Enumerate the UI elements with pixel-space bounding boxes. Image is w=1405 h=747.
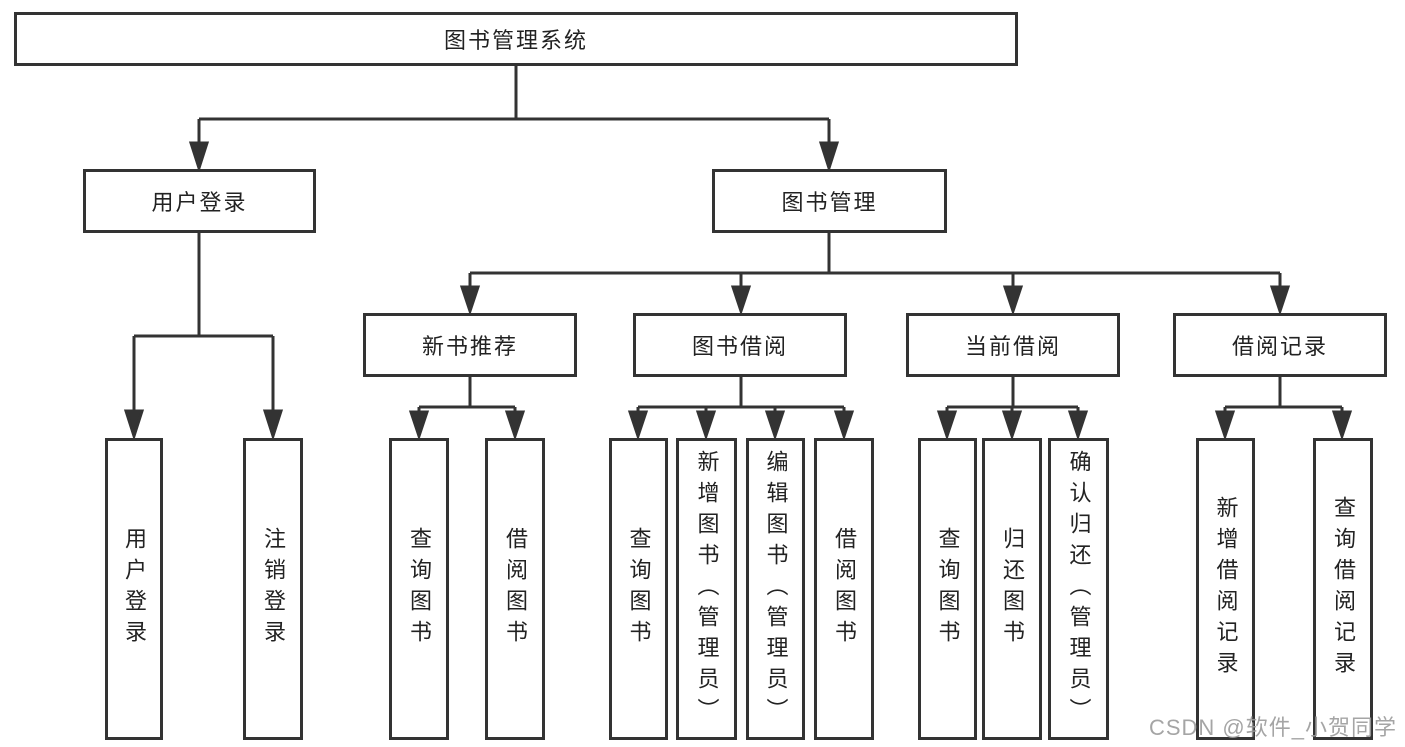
leaf-add-books-admin: 新增图书（管理员） bbox=[676, 438, 737, 740]
connector-new-book-children bbox=[408, 377, 526, 441]
leaf-borrow-books-recommend: 借阅图书 bbox=[485, 438, 545, 740]
leaf-query-books-recommend: 查询图书 bbox=[389, 438, 449, 740]
leaf-borrow-books-recommend-label: 借阅图书 bbox=[503, 527, 528, 651]
leaf-query-borrow-record: 查询借阅记录 bbox=[1313, 438, 1373, 740]
leaf-logout-login: 注销登录 bbox=[243, 438, 303, 740]
leaf-user-login-label: 用户登录 bbox=[122, 527, 147, 651]
node-book-borrow-label: 图书借阅 bbox=[691, 334, 788, 359]
node-user-login: 用户登录 bbox=[83, 169, 316, 233]
node-new-book-recommend-label: 新书推荐 bbox=[421, 334, 518, 359]
connector-current-borrow-children bbox=[936, 377, 1089, 441]
leaf-query-books-recommend-label: 查询图书 bbox=[407, 527, 432, 651]
leaf-borrow-books: 借阅图书 bbox=[814, 438, 874, 740]
node-book-borrow: 图书借阅 bbox=[633, 313, 847, 377]
leaf-confirm-return-admin-label: 确认归还（管理员） bbox=[1066, 449, 1092, 729]
leaf-add-books-admin-label: 新增图书（管理员） bbox=[694, 449, 720, 729]
connector-book-management-children bbox=[459, 233, 1291, 316]
leaf-logout-login-label: 注销登录 bbox=[261, 527, 286, 651]
node-root-label: 图书管理系统 bbox=[443, 28, 588, 53]
connector-root-to-level2 bbox=[188, 66, 840, 173]
watermark: CSDN @软件_小贺同学 bbox=[1148, 715, 1397, 740]
leaf-borrow-books-label: 借阅图书 bbox=[832, 527, 857, 651]
connector-user-login-children bbox=[123, 233, 284, 441]
leaf-query-books-current-label: 查询图书 bbox=[935, 527, 961, 651]
leaf-return-books: 归还图书 bbox=[982, 438, 1042, 740]
connector-book-borrow-children bbox=[627, 377, 855, 441]
leaf-confirm-return-admin: 确认归还（管理员） bbox=[1048, 438, 1109, 740]
node-user-login-label: 用户登录 bbox=[151, 190, 248, 215]
leaf-edit-books-admin: 编辑图书（管理员） bbox=[746, 438, 805, 740]
leaf-query-books-borrow: 查询图书 bbox=[609, 438, 668, 740]
leaf-query-books-current: 查询图书 bbox=[918, 438, 977, 740]
connector-borrow-records-children bbox=[1214, 377, 1353, 441]
node-book-management: 图书管理 bbox=[712, 169, 947, 233]
node-root: 图书管理系统 bbox=[14, 12, 1018, 66]
node-borrow-records: 借阅记录 bbox=[1173, 313, 1387, 377]
node-book-management-label: 图书管理 bbox=[781, 190, 878, 215]
leaf-add-borrow-record-label: 新增借阅记录 bbox=[1213, 496, 1239, 682]
node-current-borrow: 当前借阅 bbox=[906, 313, 1120, 377]
leaf-query-borrow-record-label: 查询借阅记录 bbox=[1331, 496, 1356, 682]
node-borrow-records-label: 借阅记录 bbox=[1231, 334, 1328, 359]
node-new-book-recommend: 新书推荐 bbox=[363, 313, 577, 377]
node-current-borrow-label: 当前借阅 bbox=[964, 334, 1061, 359]
leaf-add-borrow-record: 新增借阅记录 bbox=[1196, 438, 1255, 740]
leaf-user-login: 用户登录 bbox=[105, 438, 163, 740]
leaf-edit-books-admin-label: 编辑图书（管理员） bbox=[763, 449, 789, 729]
leaf-query-books-borrow-label: 查询图书 bbox=[626, 527, 652, 651]
leaf-return-books-label: 归还图书 bbox=[1000, 527, 1025, 651]
